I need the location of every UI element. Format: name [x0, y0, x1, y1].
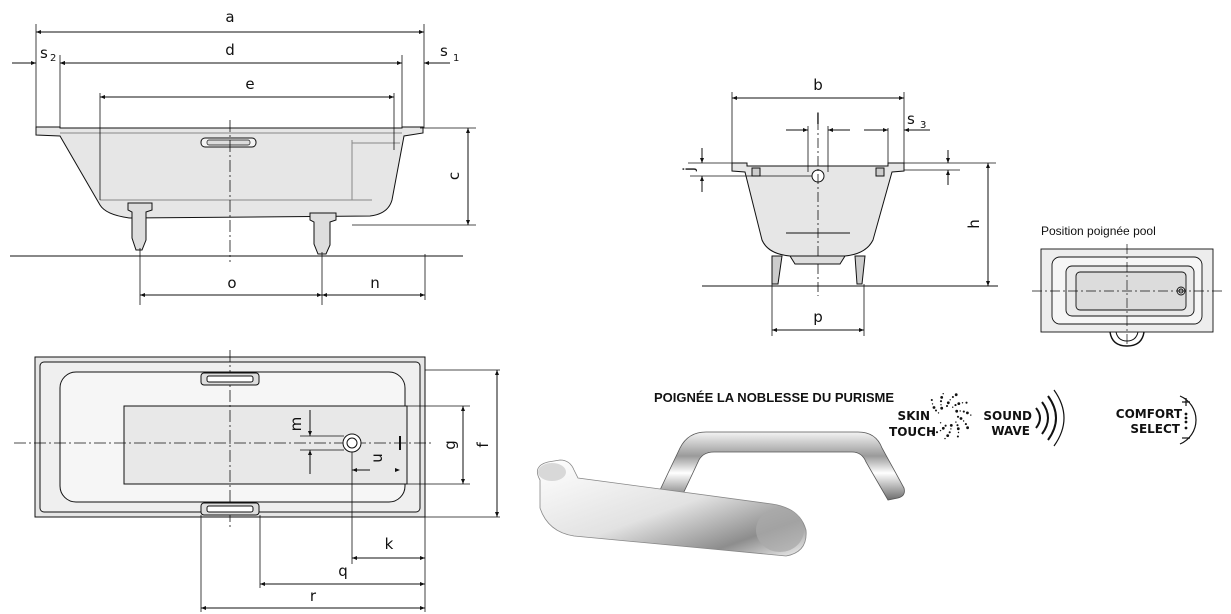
label-r: r [310, 587, 317, 605]
skin-touch-line1: SKIN [898, 409, 930, 423]
skin-touch-dot [954, 393, 958, 397]
skin-touch-dot [934, 409, 938, 412]
skin-touch-dot [935, 431, 939, 434]
skin-touch-dot [959, 410, 961, 412]
label-s3: s [907, 110, 915, 128]
skin-touch-dot [956, 424, 959, 427]
side-view [10, 24, 476, 305]
skin-touch-dot [961, 402, 964, 404]
skin-touch-dot [949, 399, 951, 401]
sound-wave-line1: SOUND [983, 409, 1032, 423]
skin-touch-dot [956, 415, 960, 418]
label-u: u [368, 453, 386, 463]
skin-touch-dot [931, 431, 935, 435]
label-c: c [445, 172, 463, 180]
skin-touch-dot [931, 403, 934, 405]
comfort-select-logo: COMFORT SELECT [1116, 395, 1197, 445]
label-h: h [965, 219, 983, 229]
skin-touch-dot [951, 395, 954, 399]
skin-touch-dot [942, 393, 944, 395]
comfort-dial-icon [1179, 395, 1197, 445]
skin-touch-dot [949, 424, 953, 427]
label-a: a [225, 8, 234, 26]
skin-touch-logo: SKIN TOUCH [889, 393, 972, 440]
sound-wave-line2: WAVE [991, 424, 1030, 438]
label-s2-sub: 2 [50, 53, 56, 64]
skin-touch-dot [940, 404, 942, 406]
pool-caption: Position poignée pool [1041, 224, 1156, 238]
skin-touch-dot [956, 427, 960, 431]
skin-touch-dot [950, 428, 952, 430]
skin-touch-dot [970, 414, 972, 416]
label-q: q [338, 562, 348, 580]
skin-touch-dot [955, 409, 959, 413]
skin-touch-dot [966, 426, 969, 430]
skin-touch-dot [941, 426, 945, 430]
pool-view [1032, 244, 1222, 347]
skin-touch-dot [956, 435, 959, 438]
skin-touch-dot [948, 431, 951, 434]
skin-touch-dot [940, 396, 944, 399]
label-s3-sub: 3 [920, 120, 926, 131]
handle-image [536, 431, 905, 557]
sound-wave-logo: SOUND WAVE [983, 389, 1065, 447]
skin-touch-dot [939, 422, 942, 424]
skin-touch-dot [957, 431, 960, 434]
skin-touch-dot [962, 420, 965, 422]
skin-touch-dot [944, 437, 946, 440]
skin-touch-dot [945, 404, 949, 408]
skin-touch-dot [946, 401, 950, 405]
label-j: j [680, 167, 698, 172]
skin-touch-line2: TOUCH [889, 425, 936, 439]
label-k: k [385, 535, 394, 553]
skin-touch-dot [954, 404, 957, 407]
label-s2: s [40, 44, 48, 62]
skin-touch-dot [946, 434, 950, 437]
label-n: n [370, 274, 380, 292]
skin-touch-dot [962, 410, 965, 413]
label-b: b [813, 76, 823, 94]
skin-touch-dot [930, 398, 933, 402]
label-f: f [474, 442, 492, 448]
skin-touch-dot [959, 417, 963, 420]
skin-touch-dot [937, 412, 940, 414]
sound-wave-icon [1035, 389, 1065, 447]
comfort-select-line2: SELECT [1130, 422, 1180, 436]
handle-title: POIGNÉE LA NOBLESSE DU PURISME [654, 390, 894, 405]
skin-touch-dot [952, 406, 954, 408]
skin-touch-dot [966, 411, 969, 415]
top-view [14, 350, 500, 612]
skin-touch-dot [955, 421, 957, 423]
label-g: g [441, 440, 459, 450]
label-d: d [225, 41, 235, 59]
skin-touch-dot [932, 406, 936, 409]
label-s1-sub: 1 [453, 53, 459, 64]
skin-touch-dot [965, 401, 968, 404]
skin-touch-dot [939, 429, 942, 432]
label-p: p [813, 308, 823, 326]
front-view [688, 92, 998, 336]
skin-touch-dot [940, 406, 944, 410]
label-m: m [287, 417, 305, 432]
skin-touch-dot [944, 424, 947, 427]
skin-touch-dot [957, 402, 961, 405]
label-o: o [227, 274, 236, 292]
label-e: e [245, 75, 254, 93]
skin-touch-dot [939, 400, 943, 403]
label-l: l [816, 110, 820, 128]
comfort-select-line1: COMFORT [1116, 407, 1183, 421]
label-s1: s [440, 42, 448, 60]
skin-touch-dot [964, 423, 967, 426]
